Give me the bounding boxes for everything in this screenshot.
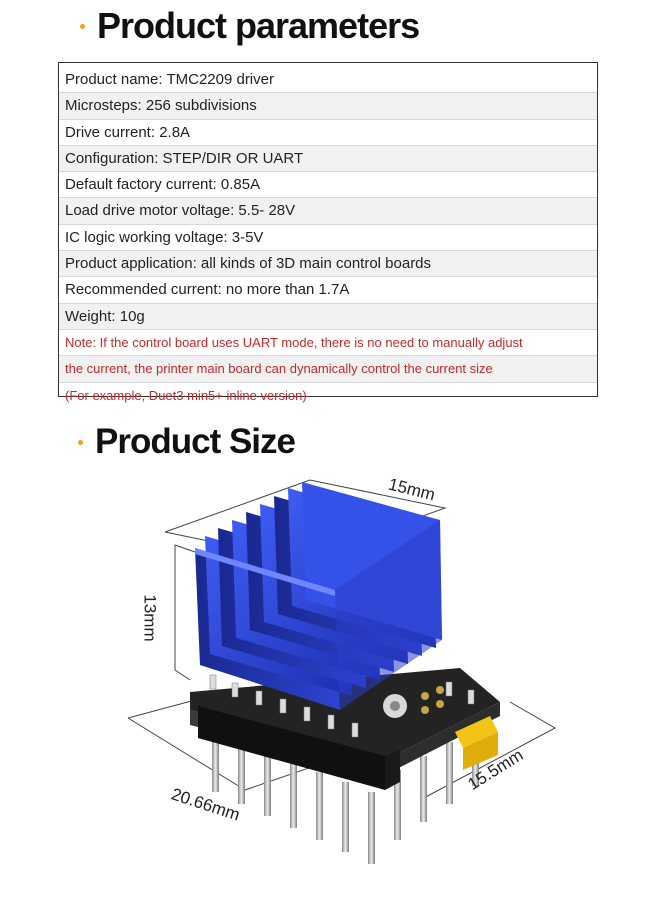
param-row: Default factory current: 0.85A <box>59 172 597 199</box>
param-row: Load drive motor voltage: 5.5- 28V <box>59 198 597 225</box>
bullet-icon <box>78 439 83 445</box>
dimension-height: 13mm <box>140 594 160 642</box>
param-row: Microsteps: 256 subdivisions <box>59 93 597 120</box>
note-row: (For example, Duet3 min5+ inline version… <box>65 387 307 403</box>
size-title: Product Size <box>95 422 296 461</box>
param-row: Product name: TMC2209 driver <box>59 67 597 94</box>
pin-header-top <box>209 674 475 738</box>
parameters-title: Product parameters <box>97 5 420 46</box>
parameters-table: Product name: TMC2209 driver Microsteps:… <box>58 62 598 403</box>
pcb-board <box>190 668 500 790</box>
param-row: Drive current: 2.8A <box>59 120 597 146</box>
param-row: IC logic working voltage: 3-5V <box>59 225 597 252</box>
product-size-figure: 15mm 13mm 20.66mm 15.5mm <box>0 470 660 900</box>
driver-illustration <box>127 479 557 864</box>
param-row: Recommended current: no more than 1.7A <box>59 277 597 304</box>
heatsink <box>195 482 442 710</box>
section-title-size: Product Size <box>78 420 296 464</box>
param-row: Product application: all kinds of 3D mai… <box>59 251 597 278</box>
param-row: Configuration: STEP/DIR OR UART <box>59 145 597 173</box>
bullet-icon <box>80 23 85 29</box>
section-title-parameters: Product parameters <box>80 4 420 48</box>
param-row: Weight: 10g <box>59 303 597 330</box>
note-row: the current, the printer main board can … <box>59 356 597 383</box>
note-row: Note: If the control board uses UART mod… <box>59 330 597 357</box>
